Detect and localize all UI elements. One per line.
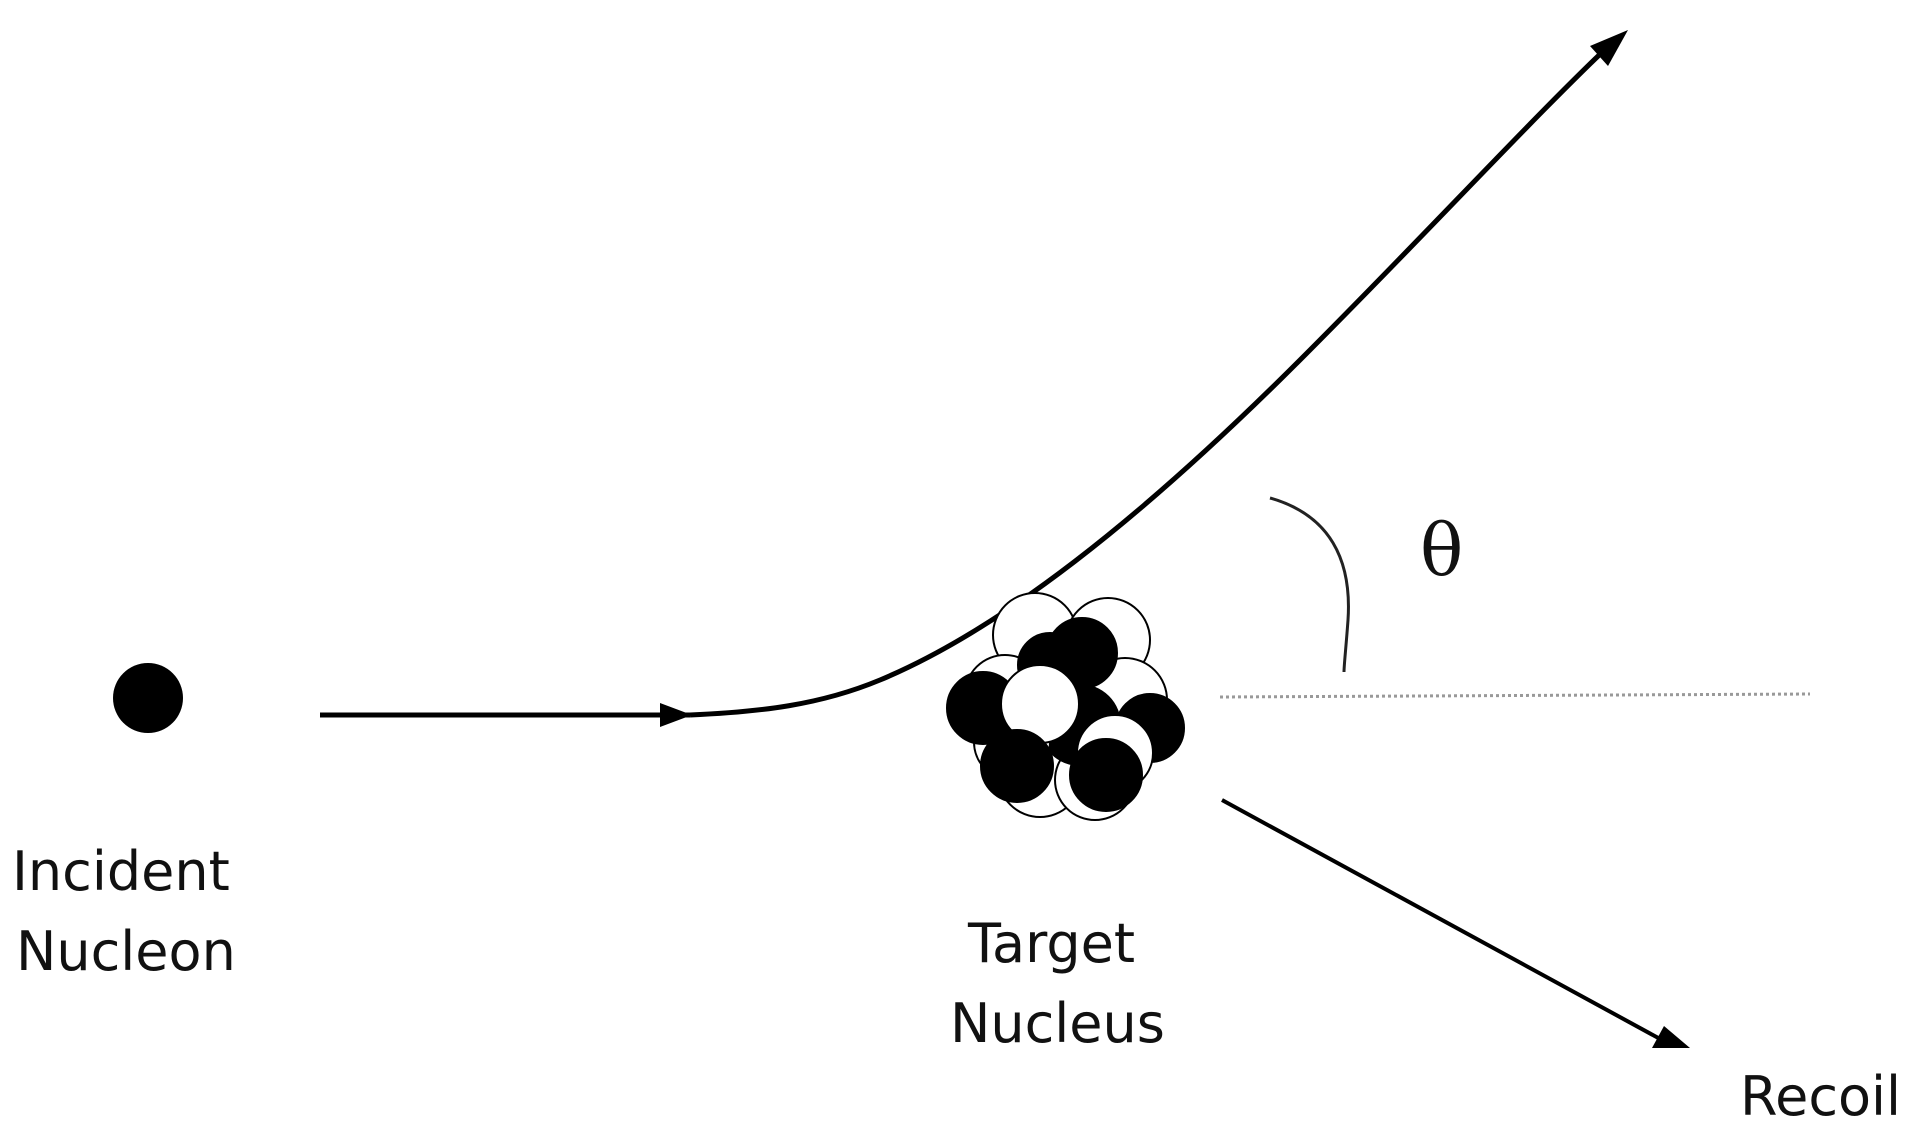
incident-nucleon xyxy=(113,663,183,733)
recoil-path xyxy=(1221,798,1663,1042)
scattering-angle-label: θ xyxy=(1420,508,1463,592)
reference-baseline xyxy=(1219,692,1811,699)
incoming-arrow-head xyxy=(660,703,692,727)
target-nucleus xyxy=(946,592,1185,821)
incident-nucleon-label-line2: Nucleon xyxy=(16,920,236,983)
recoil-label: Recoil xyxy=(1740,1065,1901,1128)
scattering-angle-arc xyxy=(1269,496,1350,673)
target-nucleus-label-line1: Target xyxy=(967,912,1135,975)
target-nucleus-label-line2: Nucleus xyxy=(950,992,1165,1055)
incident-nucleon-label-line1: Incident xyxy=(12,840,230,903)
scattered-arrow-head xyxy=(1590,30,1628,66)
recoil-arrow-head xyxy=(1652,1026,1690,1048)
scattered-trajectory xyxy=(689,38,1617,718)
